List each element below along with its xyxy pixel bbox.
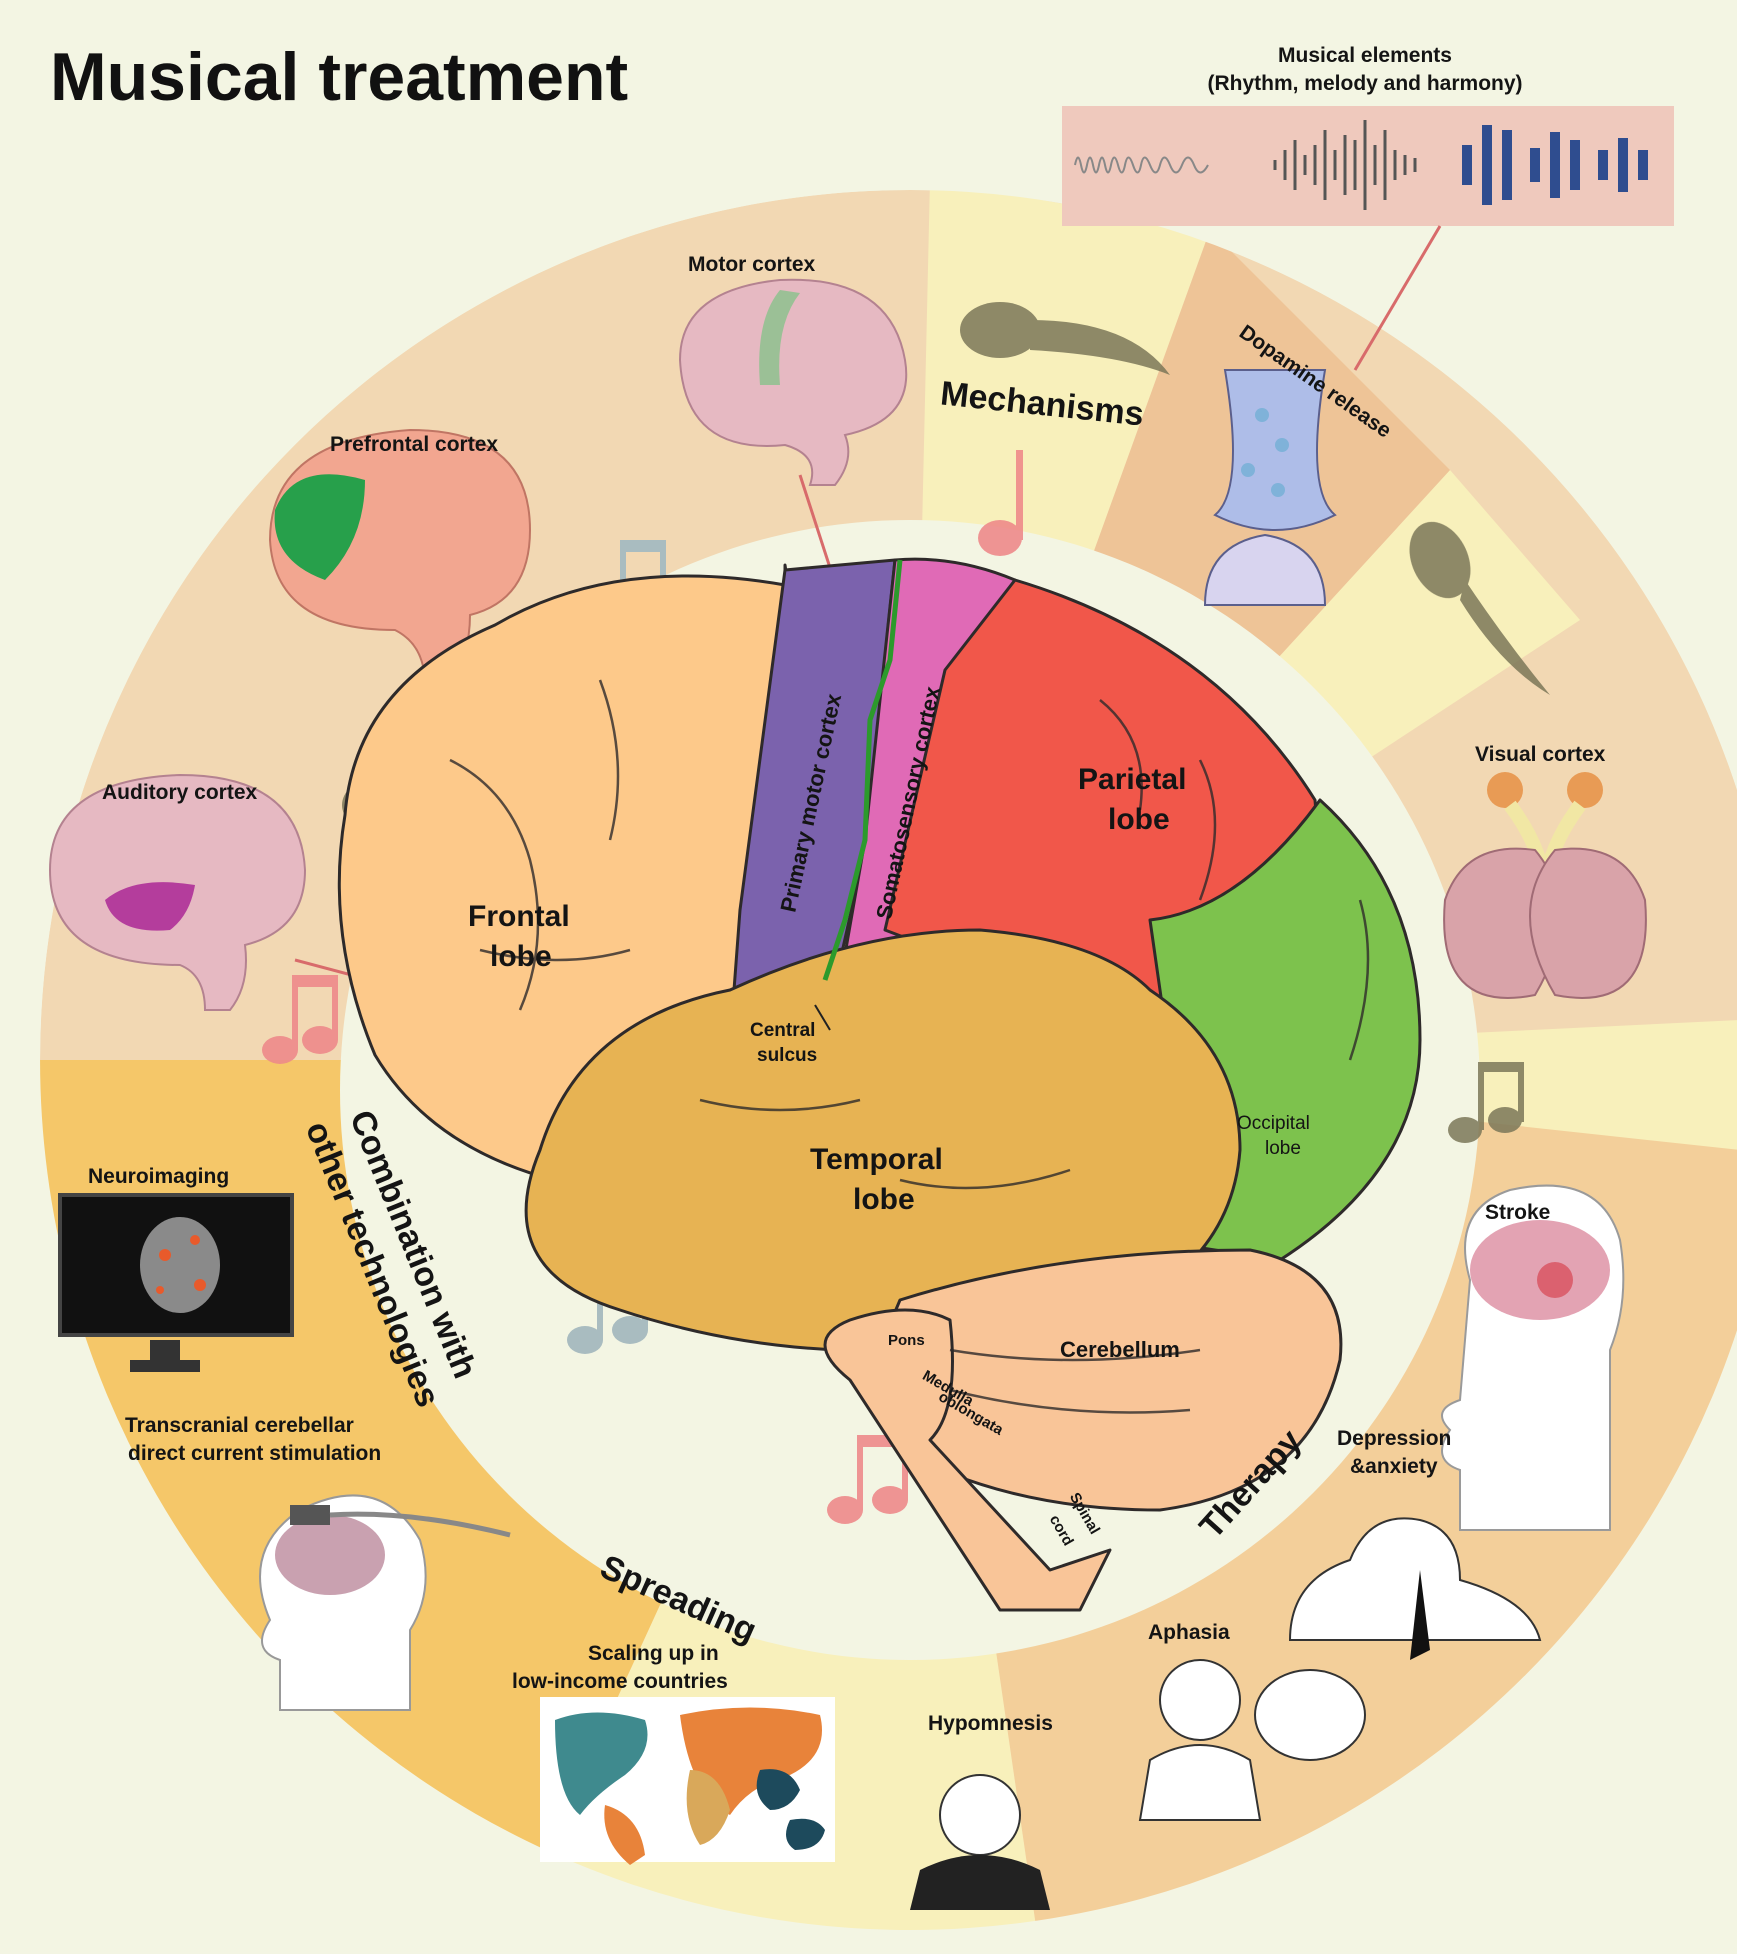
tdcs-illustration [259,1494,511,1711]
label-tcdcs-1: Transcranial cerebellar [125,1414,354,1437]
page-title: Musical treatment [50,39,629,115]
neuroimaging-monitor [58,1193,294,1372]
label-depression-2: &anxiety [1350,1455,1438,1478]
musical-elements-subtitle: (Rhythm, melody and harmony) [1207,72,1523,95]
main-brain [337,557,1422,1612]
label-frontal-lobe-1: Frontal [468,900,570,933]
label-central-sulcus-2: sulcus [757,1045,818,1066]
stroke-illustration [1441,1184,1625,1531]
label-occipital-lobe-2: lobe [1265,1138,1301,1159]
central-sulcus-arrow [814,1004,831,1031]
synapse-illustration [1203,369,1337,606]
label-temporal-lobe-1: Temporal [810,1143,943,1176]
aphasia-illustration [1138,1659,1366,1821]
label-occipital-lobe-1: Occipital [1237,1113,1310,1134]
waveform-bars [1462,125,1648,205]
brain-sulci [449,679,1370,1414]
world-map [540,1697,835,1865]
label-stroke: Stroke [1485,1201,1551,1224]
waveform-noise [1273,120,1417,210]
brain-prefrontal-cortex [268,428,532,686]
waveform-sine [1074,156,1209,174]
waveform-box [1062,106,1674,226]
label-scaling-1: Scaling up in [588,1642,719,1665]
label-depression-1: Depression [1337,1427,1452,1450]
note-decorations-pink [262,450,1023,1524]
label-scaling-2: low-income countries [512,1670,728,1693]
label-neuroimaging: Neuroimaging [88,1165,230,1188]
brain-motor-cortex [678,278,908,486]
depression-illustration [1288,1517,1542,1660]
musical-elements-title: Musical elements [1278,44,1452,67]
label-prefrontal-cortex: Prefrontal cortex [330,433,499,456]
label-tcdcs-2: direct current stimulation [128,1442,382,1465]
label-auditory-cortex: Auditory cortex [102,781,258,804]
brain-auditory-cortex [48,773,307,1011]
label-frontal-lobe-2: lobe [490,940,552,973]
label-central-sulcus-1: Central [750,1020,816,1041]
label-parietal-lobe-2: lobe [1108,803,1170,836]
central-sulcus-line [822,559,903,981]
brain-visual-cortex [1443,772,1647,999]
label-hypomnesis: Hypomnesis [928,1712,1053,1735]
musical-elements-pointer [1353,225,1442,371]
label-aphasia: Aphasia [1148,1621,1230,1644]
label-parietal-lobe-1: Parietal [1078,763,1187,796]
label-visual-cortex: Visual cortex [1475,743,1606,766]
label-cerebellum: Cerebellum [1060,1337,1180,1362]
brainstem [823,1308,1112,1612]
label-motor-cortex: Motor cortex [688,253,816,276]
label-temporal-lobe-2: lobe [853,1183,915,1216]
label-pons: Pons [888,1332,925,1349]
hypomnesis-illustration [910,1774,1050,1910]
